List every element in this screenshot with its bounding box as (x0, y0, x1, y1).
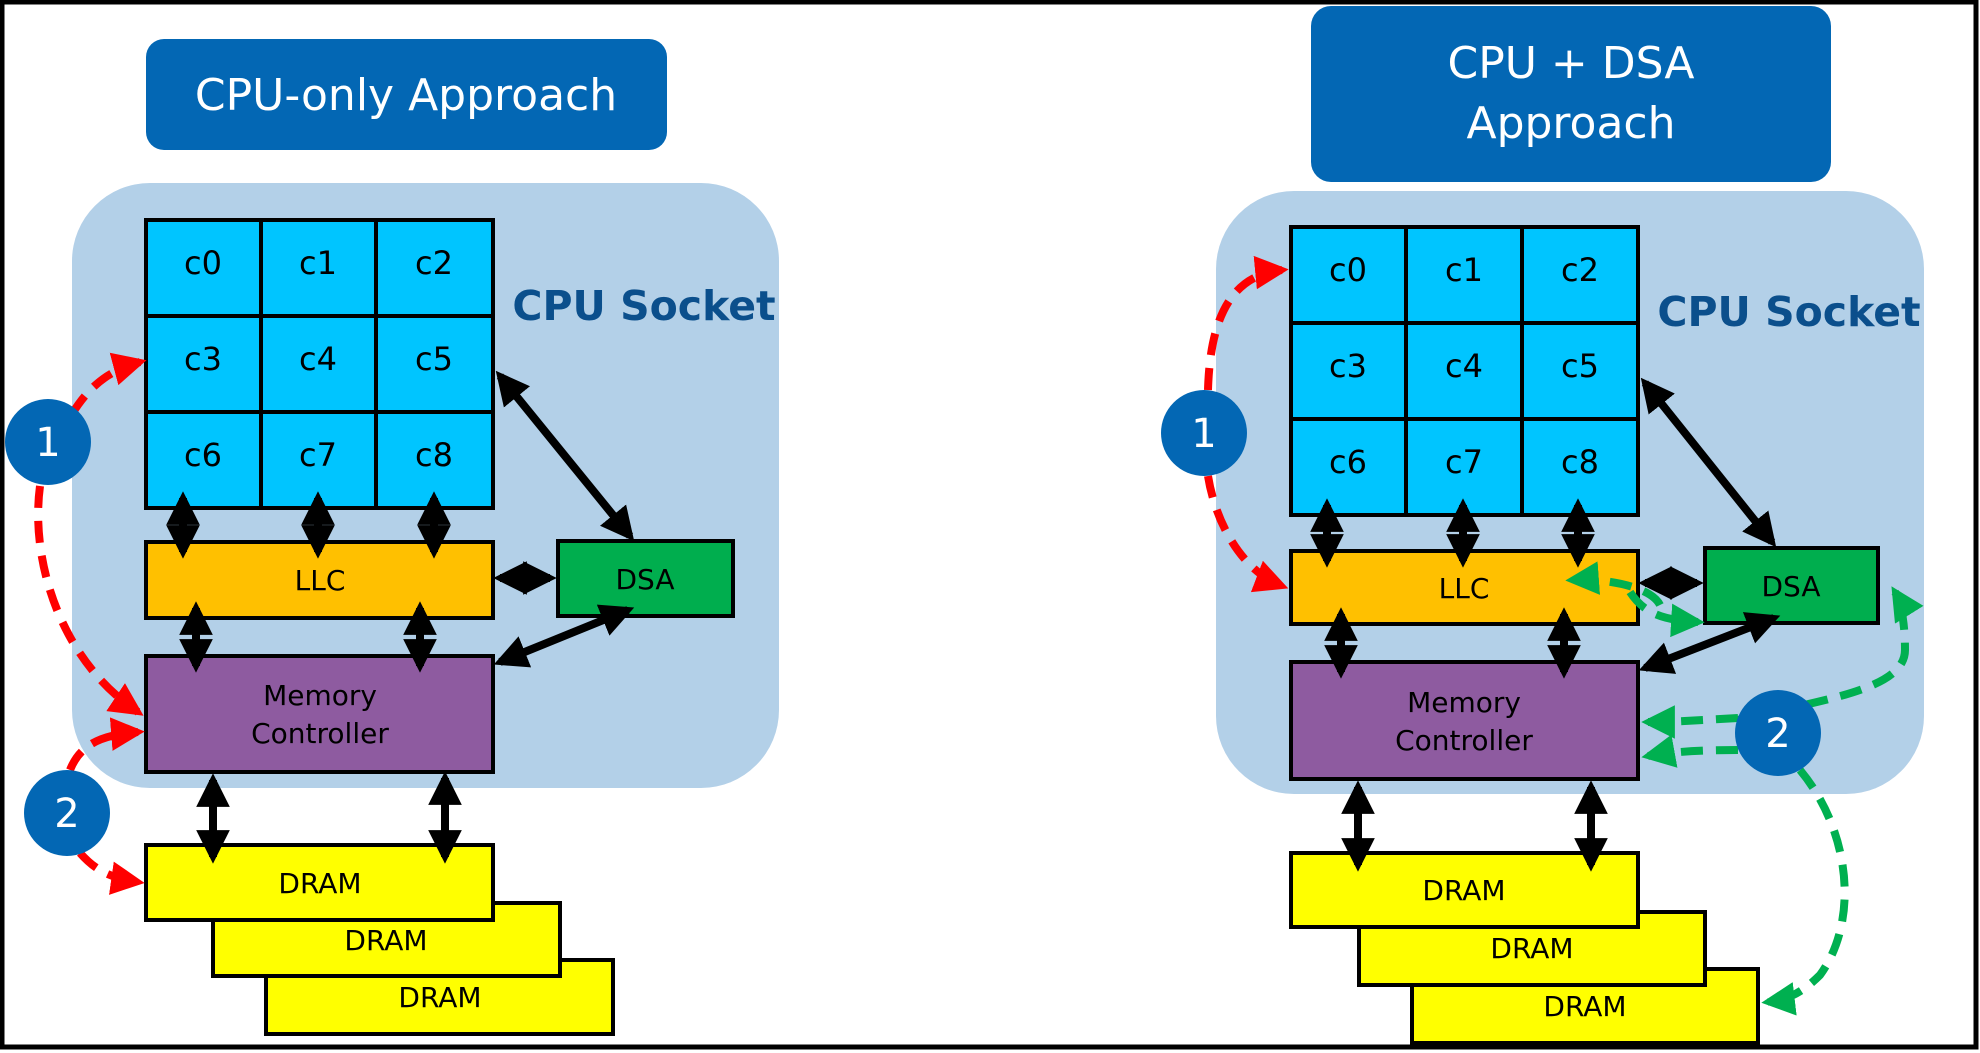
interconnect-links (166, 370, 635, 864)
core-c0 (144, 218, 263, 318)
path-marker2-to-mc (1641, 705, 1739, 739)
step-marker-1-label: 1 (1191, 411, 1216, 457)
core-label: c4 (299, 340, 337, 378)
core-label: c6 (1329, 443, 1367, 481)
core-label: c7 (299, 436, 337, 474)
step-marker-2 (24, 770, 110, 856)
cpu-socket-label: CPU Socket (1657, 288, 1920, 336)
core-label: c8 (1561, 443, 1599, 481)
step-marker-2 (1735, 690, 1821, 776)
core-c5 (374, 314, 495, 414)
path-marker2-to-mc (66, 717, 145, 772)
core-c0 (1289, 225, 1408, 325)
panel-title-box (1311, 6, 1831, 182)
core-label: c0 (184, 244, 222, 282)
panel-title-line2: Approach (1466, 98, 1675, 149)
step-marker-2-label: 2 (54, 791, 79, 837)
path-marker1-to-llc (1204, 475, 1289, 593)
step-marker-1 (1161, 390, 1247, 476)
panel-title: CPU-only Approach (195, 70, 617, 121)
data-path-dsa (1565, 561, 1924, 1016)
dram-label: DRAM (1490, 932, 1573, 965)
core-label: c1 (299, 244, 337, 282)
link-mc-dsa (1638, 612, 1781, 674)
core-label: c0 (1329, 251, 1367, 289)
core-c5 (1520, 321, 1640, 421)
panel-cpu-only: CPU-only Approach CPU Socket c0 c1 c2 c3… (5, 39, 779, 1036)
core-label: c5 (415, 340, 453, 378)
memory-controller-label-line1: Memory (263, 679, 377, 712)
path-marker1-to-core (1204, 255, 1289, 391)
interconnect-links (1310, 377, 1781, 872)
core-c4 (259, 314, 378, 414)
path-marker2-to-dram (77, 850, 145, 895)
dram-label: DRAM (1543, 990, 1626, 1023)
step-marker-1 (5, 399, 91, 485)
dram-label: DRAM (398, 981, 481, 1014)
core-label: c8 (415, 436, 453, 474)
core-grid: c0 c1 c2 c3 c4 c5 c6 c7 c8 (1289, 225, 1640, 517)
panel-title-box (146, 39, 667, 150)
path-dsa-to-llc (1565, 561, 1664, 608)
dsa-block (1703, 546, 1880, 625)
path-marker1-to-mc (34, 485, 144, 716)
core-label: c5 (1561, 347, 1599, 385)
dram-label: DRAM (278, 867, 361, 900)
memory-controller-label-line1: Memory (1407, 686, 1521, 719)
llc-label: LLC (1439, 572, 1490, 605)
core-label: c3 (1329, 347, 1367, 385)
memory-controller-block (1289, 660, 1640, 781)
memory-controller-label-line2: Controller (1395, 724, 1533, 757)
dram-label: DRAM (1422, 874, 1505, 907)
llc-label: LLC (295, 564, 346, 597)
data-path-cpu (34, 352, 147, 895)
core-label: c7 (1445, 443, 1483, 481)
path-marker1-to-core (68, 352, 147, 417)
cpu-socket-label: CPU Socket (512, 282, 775, 330)
memory-controller-label-line2: Controller (251, 717, 389, 750)
core-c6 (144, 410, 263, 510)
path-marker2-to-mc-2 (1641, 734, 1739, 768)
link-core-dsa (495, 370, 635, 542)
core-c8 (1520, 417, 1640, 517)
step-marker-2-label: 2 (1765, 711, 1790, 757)
link-mc-dsa (493, 604, 635, 668)
data-path-cpu (1204, 255, 1289, 593)
dram-label: DRAM (344, 924, 427, 957)
step-marker-1-label: 1 (35, 420, 60, 466)
core-label: c2 (1561, 251, 1599, 289)
core-label: c3 (184, 340, 222, 378)
path-marker2-to-dsa (1737, 586, 1924, 724)
core-label: c2 (415, 244, 453, 282)
dsa-label: DSA (1761, 570, 1820, 603)
core-grid: c0 c1 c2 c3 c4 c5 c6 c7 c8 (144, 218, 495, 510)
link-core-dsa (1640, 377, 1777, 548)
path-marker2-to-dram (1761, 767, 1849, 1016)
dsa-label: DSA (615, 563, 674, 596)
core-label: c1 (1445, 251, 1483, 289)
panel-cpu-dsa: CPU + DSA Approach CPU Socket c0 c1 c2 c… (1161, 6, 1924, 1045)
path-llc-to-dsa (1626, 589, 1705, 638)
dsa-block (556, 539, 735, 618)
core-c2 (374, 218, 495, 318)
core-label: c6 (184, 436, 222, 474)
panel-title-line1: CPU + DSA (1447, 38, 1694, 89)
core-label: c4 (1445, 347, 1483, 385)
memory-controller-block (144, 654, 495, 774)
